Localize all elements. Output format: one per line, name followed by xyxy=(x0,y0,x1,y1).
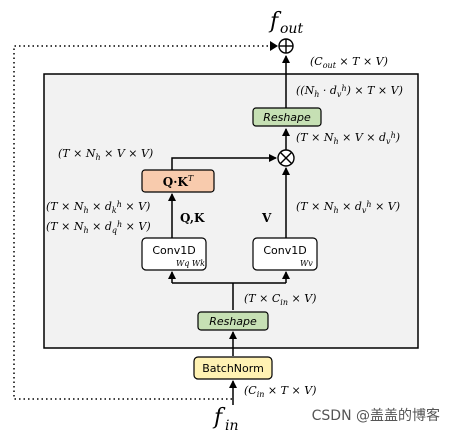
v-dims: (T × Nh × dvh × V) xyxy=(296,200,400,215)
conv-right-label: Conv1D xyxy=(263,244,306,257)
conv-right-weights: Wv xyxy=(300,259,313,268)
conv-right-box xyxy=(252,237,318,271)
sum-node xyxy=(278,38,294,54)
v-edge-label: V xyxy=(261,211,272,225)
qk-product-box xyxy=(141,169,215,193)
watermark: CSDN @盖盖的博客 xyxy=(312,407,440,424)
qk-product-label: Q·KT xyxy=(163,174,194,189)
input-label: f xyxy=(212,405,226,430)
conv-left-weights: Wq Wk xyxy=(176,259,205,268)
conv-left-label: Conv1D xyxy=(152,244,195,257)
residual-connection xyxy=(13,45,272,400)
output-subscript: out xyxy=(280,21,303,37)
k-dims: (T × Nh × dkh × V) xyxy=(46,200,150,215)
reshape-output-dims: ((Nh · dvh) × T × V) xyxy=(296,84,403,99)
residual-arrowhead xyxy=(270,41,278,51)
input-subscript: in xyxy=(225,418,239,434)
product-dims: (T × Nh × V × dvh) xyxy=(296,131,400,146)
batchnorm-label: BatchNorm xyxy=(202,362,264,375)
q-dims: (T × Nh × dqh × V) xyxy=(46,220,151,235)
reshape-lower-label: Reshape xyxy=(209,315,257,328)
multiply-node xyxy=(277,149,295,167)
attention-dims: (T × Nh × V × V) xyxy=(58,147,153,162)
conv-left-box xyxy=(141,237,207,271)
reshape-upper-label: Reshape xyxy=(263,111,311,124)
reshape-lower-dims: (T × Cin × V) xyxy=(244,292,316,307)
output-dims: (Cout × T × V) xyxy=(310,55,388,70)
reshape-upper-box xyxy=(252,107,322,127)
reshape-lower-box xyxy=(197,311,269,331)
batchnorm-box xyxy=(193,356,273,380)
module-panel xyxy=(43,73,419,349)
input-dims: (Cin × T × V) xyxy=(244,384,316,399)
qk-edge-label: Q,K xyxy=(180,211,205,225)
